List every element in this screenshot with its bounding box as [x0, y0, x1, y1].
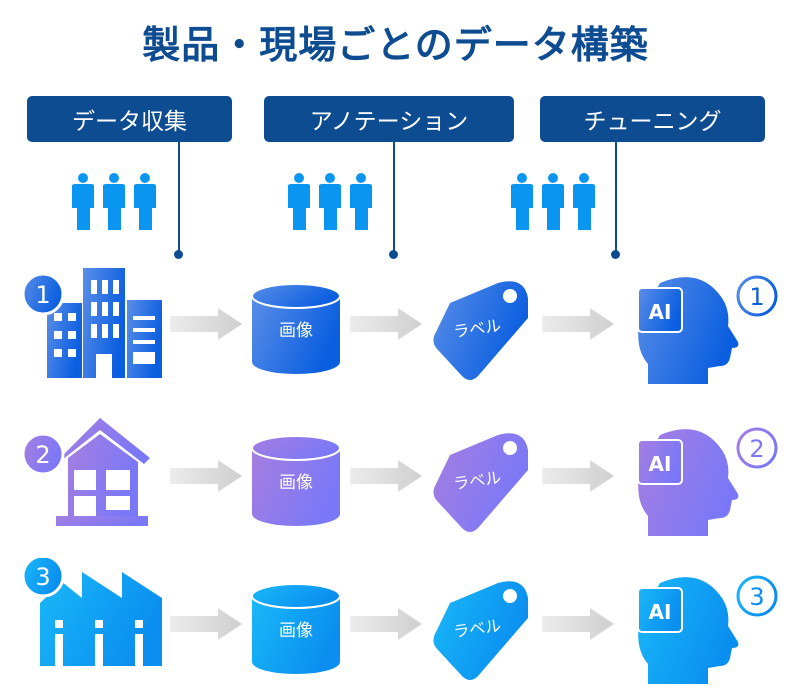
result-number-badge — [736, 275, 778, 317]
step-label: データ収集 — [72, 109, 187, 135]
arrow-icon — [350, 608, 422, 640]
row-number-badge — [21, 558, 65, 598]
result-number: 3 — [749, 583, 764, 611]
house-icon — [56, 418, 150, 526]
result-number: 1 — [749, 283, 764, 311]
arrow-icon — [350, 308, 422, 340]
ai-head-icon — [616, 570, 739, 684]
ai-label: AI — [649, 300, 672, 324]
flow-row-1: 1 画像 ラベル AI 1 — [21, 268, 778, 384]
flow-row-3: 3 画像 ラベル AI 3 — [21, 558, 778, 684]
tag-icon — [433, 281, 528, 380]
arrow-icon — [542, 308, 614, 340]
step-label: アノテーション — [309, 109, 469, 135]
building-icon — [47, 268, 162, 378]
flow-row-2: 2 画像 ラベル AI 2 — [21, 418, 778, 536]
data-label: 画像 — [279, 621, 313, 641]
step-annotation: アノテーション — [264, 96, 514, 142]
row-number-badge — [21, 432, 65, 476]
database-icon — [251, 283, 341, 374]
step-data-collection: データ収集 — [27, 96, 232, 142]
page-title: 製品・現場ごとのデータ構築 — [142, 23, 649, 67]
row-number: 2 — [35, 441, 50, 469]
factory-icon — [40, 572, 162, 666]
people-icon — [511, 173, 595, 230]
step-label: チューニング — [583, 109, 722, 135]
people-icon — [288, 173, 372, 230]
arrow-icon — [542, 460, 614, 492]
ai-label: AI — [649, 452, 672, 476]
step-tuning: チューニング — [540, 96, 765, 142]
data-label: 画像 — [279, 473, 313, 493]
arrow-icon — [170, 460, 242, 492]
row-number-badge — [21, 272, 65, 316]
arrow-icon — [542, 608, 614, 640]
arrow-icon — [170, 308, 242, 340]
connector-dot — [174, 250, 183, 259]
tag-icon — [433, 581, 528, 680]
ai-head-icon — [616, 422, 739, 536]
database-icon — [251, 583, 341, 674]
connector-line — [393, 142, 395, 254]
arrow-icon — [170, 608, 242, 640]
tag-icon — [433, 433, 528, 532]
people-icon — [72, 173, 156, 230]
ai-label: AI — [649, 600, 672, 624]
connector-line — [615, 142, 617, 254]
arrow-icon — [350, 460, 422, 492]
row-number: 1 — [35, 281, 50, 309]
connector-line — [178, 142, 180, 254]
data-label: 画像 — [279, 321, 313, 341]
connector-dot — [389, 250, 398, 259]
database-icon — [251, 435, 341, 526]
row-number: 3 — [35, 563, 50, 591]
result-number: 2 — [749, 435, 764, 463]
result-number-badge — [736, 575, 778, 617]
result-number-badge — [736, 427, 778, 469]
ai-head-icon — [616, 270, 739, 384]
connector-dot — [611, 250, 620, 259]
